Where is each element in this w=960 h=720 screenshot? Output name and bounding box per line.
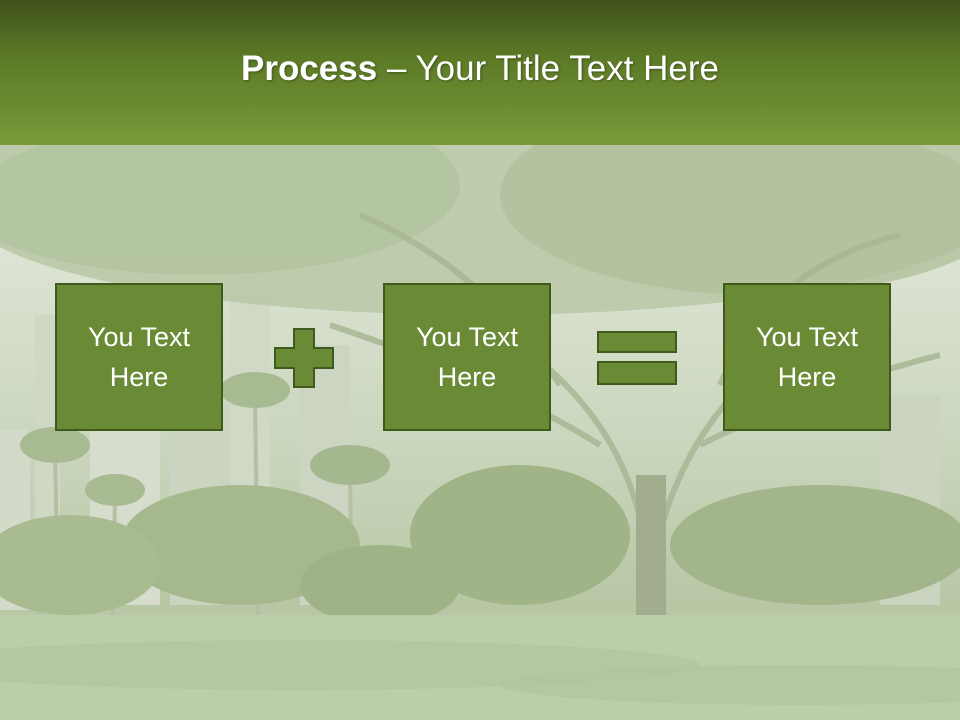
process-box-2[interactable]: You Text Here (383, 283, 551, 431)
park-illustration (0, 145, 960, 720)
title-rest-part: – Your Title Text Here (377, 48, 719, 88)
process-box-1-text: You Text Here (87, 322, 191, 392)
process-box-2-text: You Text Here (415, 322, 519, 392)
process-box-1[interactable]: You Text Here (55, 283, 223, 431)
plus-icon (274, 328, 334, 388)
title-bold-part: Process (241, 48, 378, 88)
park-background-image (0, 145, 960, 720)
process-box-3-text: You Text Here (755, 322, 859, 392)
title-bar: Process – Your Title Text Here (0, 0, 960, 145)
process-box-3[interactable]: You Text Here (723, 283, 891, 431)
equals-icon (597, 331, 677, 385)
slide-title: Process – Your Title Text Here (241, 49, 719, 89)
